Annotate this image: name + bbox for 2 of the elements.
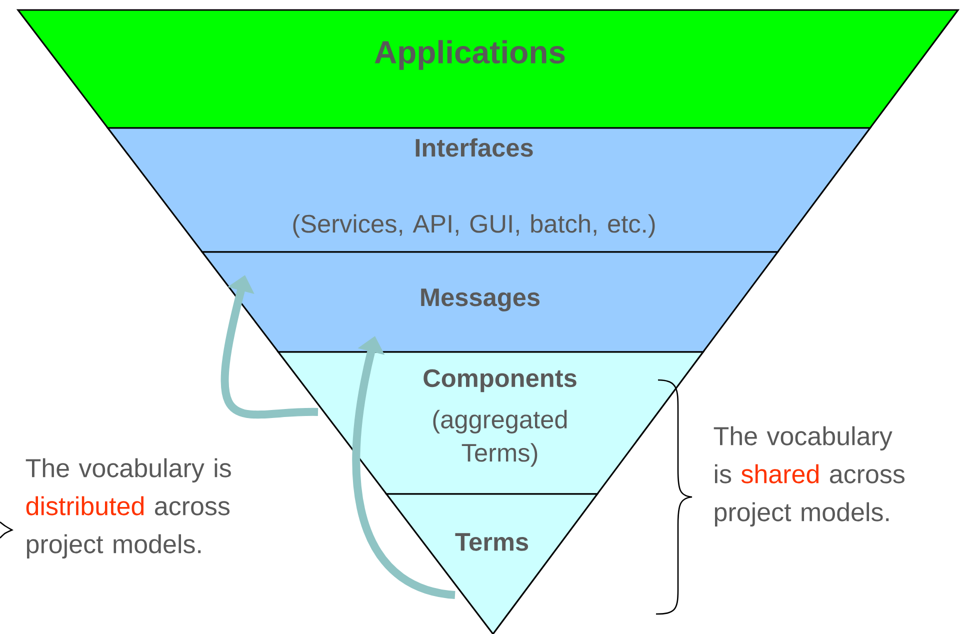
side-note: The vocabulary is distributed across project models. xyxy=(26,458,231,558)
side-note: The vocabulary is shared across project models. xyxy=(714,426,904,526)
